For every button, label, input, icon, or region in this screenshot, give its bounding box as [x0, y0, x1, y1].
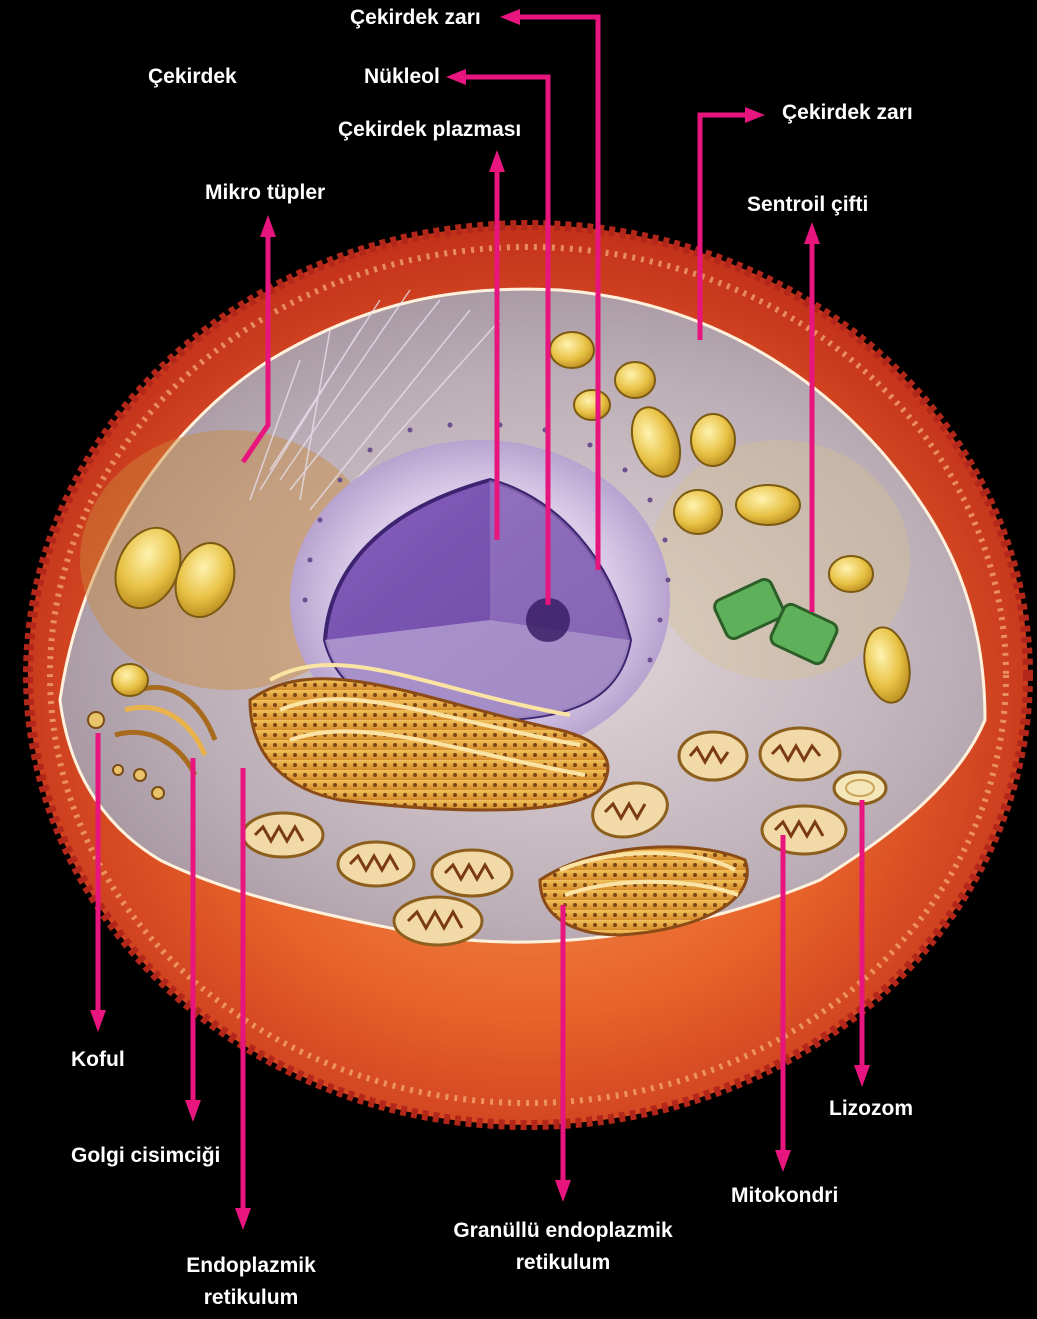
label-cekirdek: Çekirdek [148, 61, 237, 93]
label-lizozom: Lizozom [829, 1093, 913, 1125]
label-sentroil-cifti: Sentroil çifti [747, 189, 868, 221]
label-mitokondri: Mitokondri [731, 1180, 838, 1212]
label-granullu-line1: Granüllü endoplazmik [453, 1215, 672, 1247]
label-cekirdek-plazmasi: Çekirdek plazması [338, 114, 521, 146]
label-mikro-tupler: Mikro tüpler [205, 177, 325, 209]
label-nukleol: Nükleol [364, 61, 440, 93]
label-cekirdek-zari-right: Çekirdek zarı [782, 97, 913, 129]
label-koful: Koful [71, 1044, 125, 1076]
label-granullu-line2: retikulum [516, 1247, 611, 1279]
label-endoplazmik-line1: Endoplazmik [186, 1250, 316, 1282]
label-endoplazmik-line2: retikulum [204, 1282, 299, 1314]
label-golgi: Golgi cisimciği [71, 1140, 220, 1172]
label-cekirdek-zari-top: Çekirdek zarı [350, 2, 481, 34]
